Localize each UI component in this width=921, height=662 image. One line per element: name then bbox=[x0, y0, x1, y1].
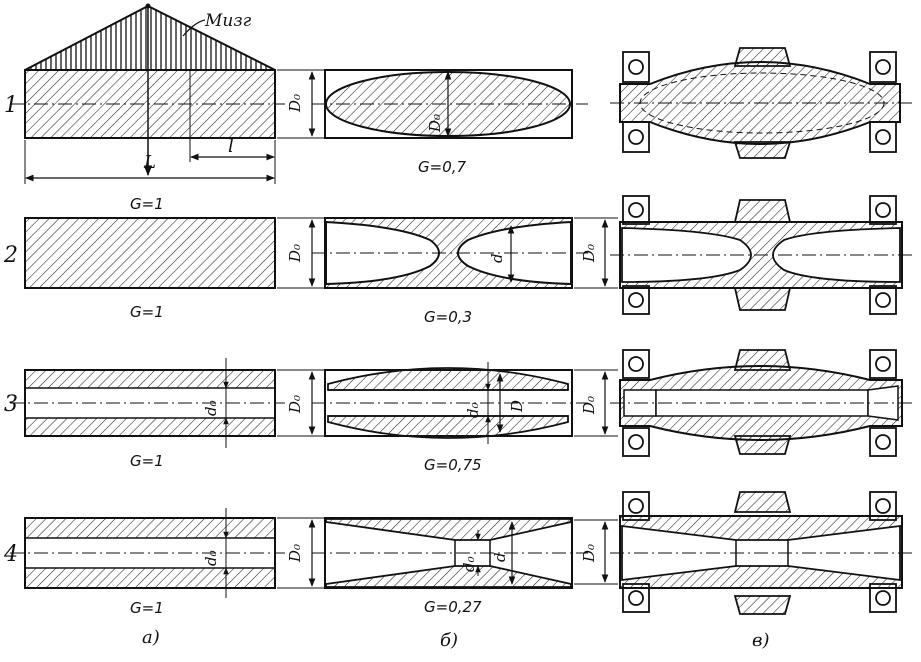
g-label-b3: G=0,75 bbox=[424, 456, 482, 474]
row-number-2: 2 bbox=[3, 243, 18, 268]
d-label-b4: d bbox=[491, 552, 509, 562]
row-number-1: 1 bbox=[4, 93, 18, 118]
shaft-assembly-row4 bbox=[610, 491, 912, 615]
g-label-b1: G=0,7 bbox=[418, 158, 467, 176]
d0-label-a3: d₀ bbox=[202, 400, 220, 416]
d0-label-a4: d₀ bbox=[202, 550, 220, 566]
span-label: l bbox=[228, 136, 234, 157]
row-number-4: 4 bbox=[3, 542, 18, 567]
ideal-beam-row1: D₀ bbox=[312, 69, 588, 139]
g-label-a2: G=1 bbox=[130, 303, 164, 321]
length-dimension: L l bbox=[24, 70, 276, 184]
d0-label-c3: D₀ bbox=[580, 396, 598, 415]
d0-label-r3: D₀ bbox=[286, 395, 304, 414]
hollow-shaft-row3: d₀ bbox=[10, 358, 285, 448]
caption-b: б) bbox=[440, 630, 458, 651]
row-number-3: 3 bbox=[4, 392, 18, 417]
d0-label-b3: d₀ bbox=[464, 402, 482, 418]
g-label-a1: G=1 bbox=[130, 195, 164, 213]
d0-label-b4: d₀ bbox=[460, 556, 478, 572]
caption-c: в) bbox=[752, 630, 770, 651]
shaft-assembly-row3 bbox=[610, 349, 912, 457]
hollow-shaft-row4: d₀ bbox=[10, 508, 285, 598]
bored-shaft-row2: d bbox=[312, 217, 588, 289]
solid-shaft-row2 bbox=[24, 217, 276, 289]
d0-label-r4: D₀ bbox=[286, 544, 304, 563]
load-label: Мизг bbox=[204, 11, 252, 31]
shaft-assembly-row1 bbox=[610, 47, 912, 159]
big-d-label-b3: D bbox=[508, 400, 526, 413]
d0-label-c2: D₀ bbox=[580, 244, 598, 263]
g-label-b4: G=0,27 bbox=[424, 598, 482, 616]
length-label: L bbox=[143, 152, 156, 173]
caption-a: а) bbox=[142, 627, 160, 648]
d0-label-r2: D₀ bbox=[286, 244, 304, 263]
d-label-b2: d bbox=[488, 253, 506, 263]
shaft-assembly-row2 bbox=[610, 195, 912, 315]
tapered-bore-row4: d₀ d bbox=[312, 517, 588, 589]
solid-shaft-row1 bbox=[10, 69, 285, 139]
g-label-a4: G=1 bbox=[130, 599, 164, 617]
d0-dimension-bc: D₀ D₀ D₀ bbox=[574, 217, 618, 585]
g-label-b2: G=0,3 bbox=[424, 308, 472, 326]
g-label-a3: G=1 bbox=[130, 452, 164, 470]
d0-label-b1: D₀ bbox=[426, 114, 444, 133]
d0-label-c4: D₀ bbox=[580, 544, 598, 563]
d0-label-r1: D₀ bbox=[286, 94, 304, 113]
hollow-ellipse-row3: d₀ D bbox=[312, 362, 588, 444]
d0-dimension-ab: D₀ D₀ D₀ D₀ bbox=[277, 69, 325, 589]
